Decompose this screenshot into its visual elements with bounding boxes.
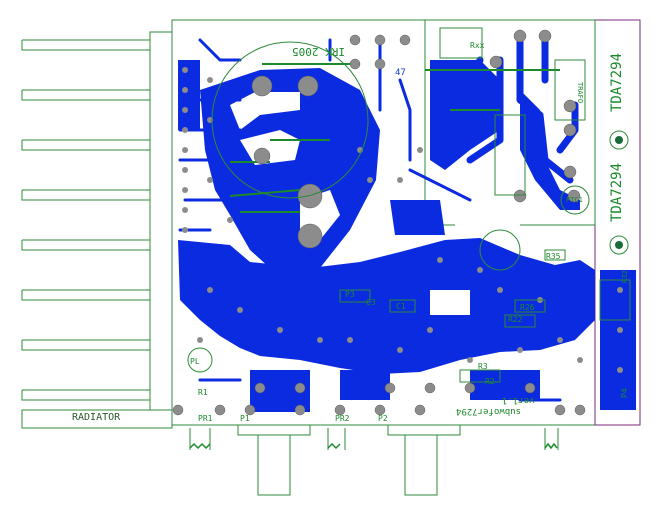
p3-label: P3 [345, 290, 355, 299]
r47-label: 47 [395, 68, 406, 78]
r26-label: R26 [520, 303, 535, 312]
chip-label-top: TDA7294 [609, 52, 625, 112]
r3-label: R3 [478, 362, 488, 371]
p2-label: P2 [378, 414, 388, 423]
r22-label: R22 [508, 315, 523, 324]
component-outlines [187, 27, 631, 383]
pr1-label: PR1 [198, 414, 213, 423]
pads [172, 29, 586, 416]
ptc-label: PTC1 [566, 196, 583, 204]
heatsink [21, 31, 173, 429]
bottom-layer-jumpers [229, 63, 560, 213]
pr2-label: PR2 [335, 414, 350, 423]
chip-label-bottom: TDA7294 [609, 162, 625, 222]
p4-label: P4 [620, 388, 629, 398]
c1-label: C1 [396, 302, 406, 311]
ptc-outline [560, 185, 590, 215]
p1-label: P1 [240, 414, 250, 423]
trafo-label: TRAFO [576, 82, 584, 104]
pl-label: PL [190, 357, 200, 366]
chip-mounting-holes [609, 130, 629, 255]
r2-label: R2 [485, 377, 495, 386]
c3-label: C3 [366, 298, 376, 307]
small-vias [182, 67, 623, 373]
r35-label: R35 [546, 252, 561, 261]
copper-traces [436, 31, 579, 184]
potentiometers [189, 424, 559, 496]
r32-label: R32 [621, 270, 629, 283]
copyright-text: IRK 2005 [292, 45, 345, 58]
signal-traces [178, 38, 562, 402]
r1-label: R1 [198, 388, 208, 397]
relay-label: Rxx [470, 41, 485, 50]
version-label: ver1.1 [502, 395, 535, 405]
heatsink-label: RADIATOR [72, 412, 121, 423]
capacitor-outline [211, 41, 369, 199]
wire-ends [189, 442, 558, 450]
project-name: subwofer7294 [456, 406, 522, 416]
